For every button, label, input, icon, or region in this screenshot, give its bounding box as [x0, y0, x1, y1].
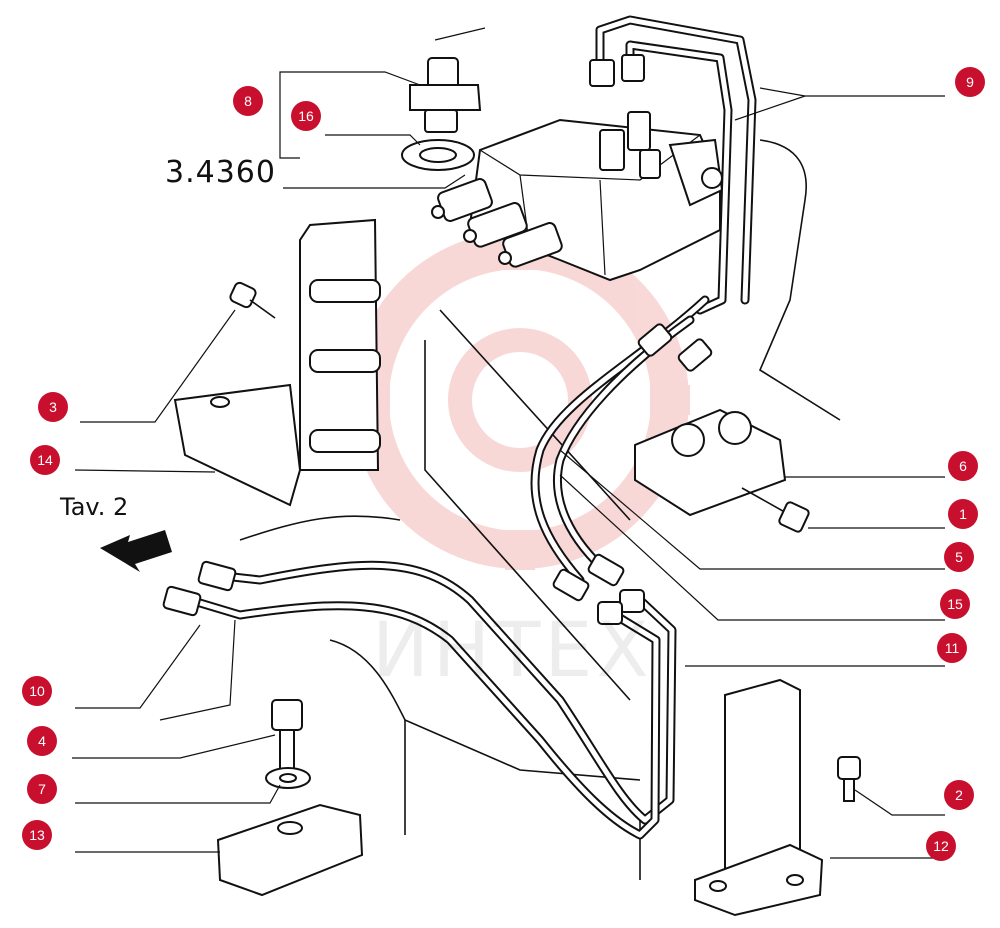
callout-11[interactable]: 11 [937, 633, 967, 663]
lower-washer [265, 767, 311, 789]
mounting-bracket [173, 218, 381, 507]
callout-12[interactable]: 12 [926, 831, 956, 861]
lower-bolt [271, 699, 303, 776]
plug-fitting [409, 57, 482, 133]
watermark-text: ИНТЕХ [372, 605, 653, 694]
bracket-bolt [229, 281, 276, 319]
steel-pipes-upper [589, 15, 757, 315]
direction-label: Tav. 2 [60, 493, 129, 521]
pipe-clamp-lower [216, 803, 364, 897]
callout-10[interactable]: 10 [22, 676, 52, 706]
callout-2[interactable]: 2 [944, 780, 974, 810]
callout-8[interactable]: 8 [233, 86, 263, 116]
callout-4[interactable]: 4 [27, 726, 57, 756]
callout-1[interactable]: 1 [948, 499, 978, 529]
callout-16[interactable]: 16 [291, 101, 321, 131]
reference-code: 3.4360 [165, 155, 276, 190]
leader-lines [72, 27, 945, 859]
callout-7[interactable]: 7 [27, 774, 57, 804]
callout-6[interactable]: 6 [948, 451, 978, 481]
steel-pipes-lower [162, 560, 677, 840]
callout-bracket-8-16 [279, 71, 300, 159]
control-valve-assembly [431, 111, 724, 282]
callout-9[interactable]: 9 [955, 67, 985, 97]
flexible-hoses [530, 295, 713, 602]
callout-15[interactable]: 15 [940, 589, 970, 619]
callout-13[interactable]: 13 [22, 820, 52, 850]
sealing-washer [401, 139, 475, 171]
clamp-bolt [741, 487, 810, 533]
callout-5[interactable]: 5 [944, 542, 974, 572]
callout-14[interactable]: 14 [30, 445, 60, 475]
post-bolt [837, 756, 861, 802]
direction-arrow [100, 530, 172, 572]
logo-watermark [350, 230, 690, 570]
pipe-clamp-upper [634, 408, 787, 517]
support-post [694, 678, 824, 917]
frame-outline [239, 139, 841, 880]
callout-3[interactable]: 3 [38, 392, 68, 422]
